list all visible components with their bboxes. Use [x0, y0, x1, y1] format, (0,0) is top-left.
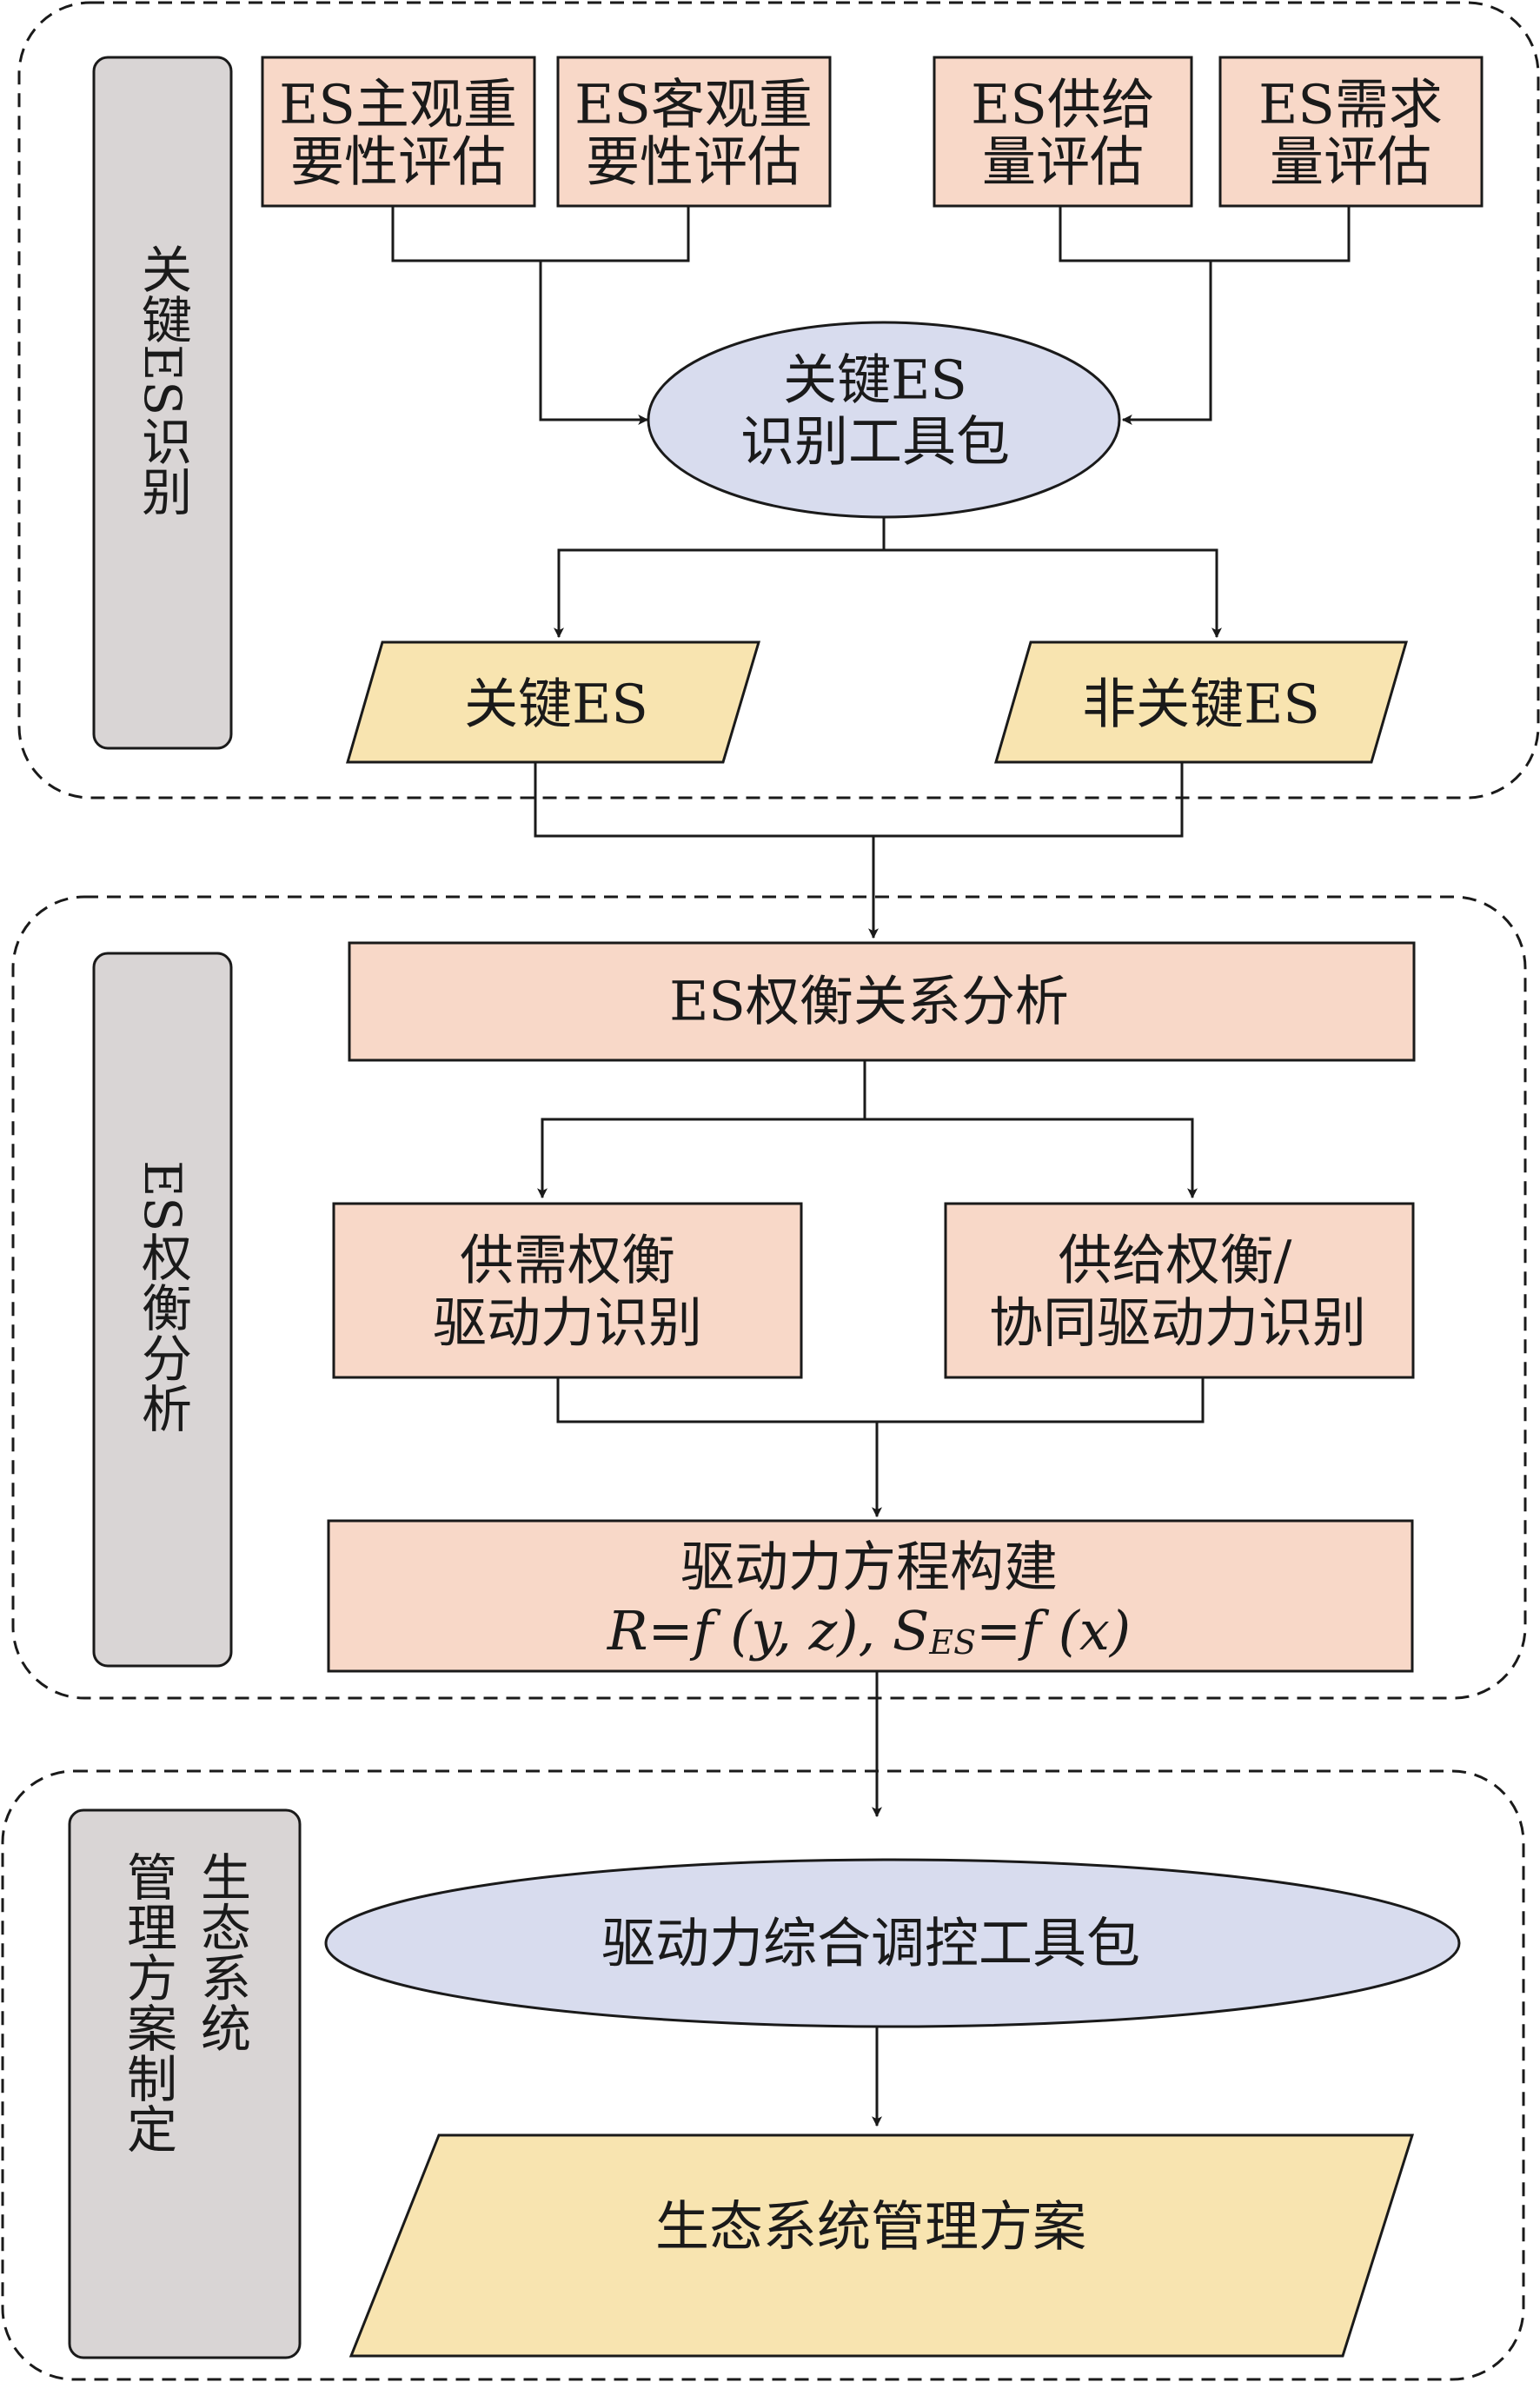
label-equation: R=f (y, z), SES=f (x) — [607, 1599, 1131, 1662]
connector-toolkit-split — [554, 517, 886, 639]
side-label-box-stage1 — [92, 56, 233, 750]
label-subjective-line1: ES主观重 — [279, 73, 517, 136]
label-supply-synergy-line2: 协同驱动力识别 — [989, 1291, 1366, 1355]
label-demand-line1: ES需求 — [1258, 73, 1443, 136]
label-demand-line2: 量评估 — [1270, 130, 1431, 194]
side-label-stage3-col1: 生态系统 — [192, 1851, 251, 2053]
label-supply-line1: ES供给 — [971, 73, 1155, 136]
eq-equals-1: = — [648, 1599, 694, 1662]
oval-driver-regulation-toolkit — [324, 1858, 1461, 2028]
box-driver-equation — [327, 1519, 1414, 1673]
box-objective-importance — [556, 56, 832, 208]
group-key-es-identification — [17, 1, 1540, 800]
parallelogram-management-plan — [348, 2133, 1415, 2358]
box-demand-assessment — [1218, 56, 1484, 208]
label-key-es: 关键ES — [464, 673, 648, 736]
eq-s: S — [893, 1599, 929, 1662]
connector-importance-merge — [391, 206, 690, 420]
box-supply-assessment — [933, 56, 1193, 208]
side-label-stage3-col2: 管理方案制定 — [118, 1851, 177, 2153]
label-toolkit-line1: 关键ES — [783, 348, 967, 412]
eq-equals-2: = — [976, 1599, 1021, 1662]
label-subjective-line2: 要性评估 — [290, 130, 506, 194]
side-label-box-stage2 — [92, 952, 233, 1668]
label-non-key-es: 非关键ES — [1082, 673, 1320, 736]
eq-args-1: (y, z), — [713, 1599, 892, 1662]
label-supply-synergy-line1: 供给权衡/ — [1059, 1229, 1292, 1292]
parallelogram-non-key-es — [994, 640, 1408, 764]
connector-drivers-merge — [556, 1377, 1205, 1516]
parallelogram-key-es — [346, 640, 761, 764]
label-objective-line2: 要性评估 — [586, 130, 801, 194]
connector-tradeoff-split-right — [865, 1118, 1198, 1199]
label-toolkit-line2: 识别工具包 — [740, 410, 1010, 474]
label-supply-demand-line2: 驱动力识别 — [433, 1291, 702, 1355]
eq-subscript: ES — [928, 1623, 976, 1662]
connector-supply-demand-merge — [1059, 206, 1351, 420]
label-supply-demand-line1: 供需权衡 — [460, 1229, 675, 1292]
side-label-stage1: 关键ES识别 — [133, 243, 192, 516]
label-regulation-toolkit: 驱动力综合调控工具包 — [601, 1912, 1140, 1975]
eq-r: R — [607, 1599, 648, 1662]
label-supply-line2: 量评估 — [982, 130, 1144, 194]
connector-tradeoff-split — [537, 1060, 866, 1199]
group-tradeoff-analysis — [11, 895, 1527, 1700]
box-subjective-importance — [261, 56, 536, 208]
group-management-plan — [1, 1769, 1525, 2381]
box-supply-demand-drivers — [332, 1202, 803, 1379]
connector-es-merge — [534, 762, 1184, 938]
side-label-stage2: ES权衡分析 — [133, 1160, 192, 1433]
eq-args-2: (x) — [1041, 1599, 1131, 1662]
label-tradeoff-analysis: ES权衡关系分析 — [669, 970, 1069, 1033]
label-equation-title: 驱动力方程构建 — [680, 1536, 1058, 1599]
connector-toolkit-split-right — [884, 548, 1218, 637]
side-label-box-stage3 — [68, 1808, 302, 2359]
box-tradeoff-analysis — [348, 941, 1416, 1062]
label-management-plan: 生态系统管理方案 — [655, 2195, 1086, 2259]
label-objective-line1: ES客观重 — [574, 73, 813, 136]
box-supply-synergy-drivers — [944, 1202, 1415, 1379]
